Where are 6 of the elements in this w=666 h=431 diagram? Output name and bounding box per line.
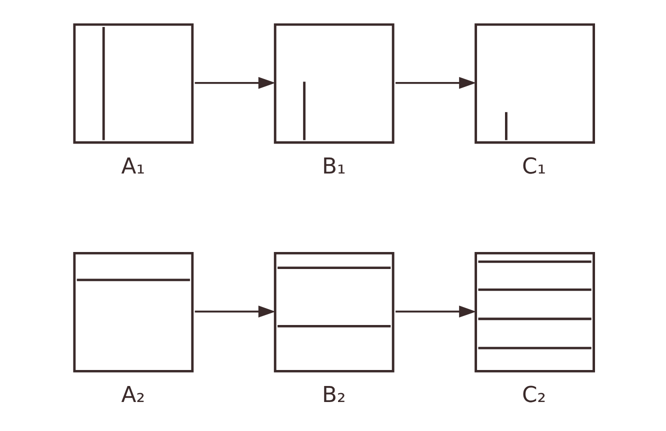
node-label: B₂ xyxy=(321,383,346,408)
node-label: C₂ xyxy=(522,383,546,408)
node-label: A₁ xyxy=(120,154,144,180)
node-label: A₂ xyxy=(120,383,144,408)
node-label: C₁ xyxy=(522,154,546,180)
node-label: B₁ xyxy=(321,154,346,180)
